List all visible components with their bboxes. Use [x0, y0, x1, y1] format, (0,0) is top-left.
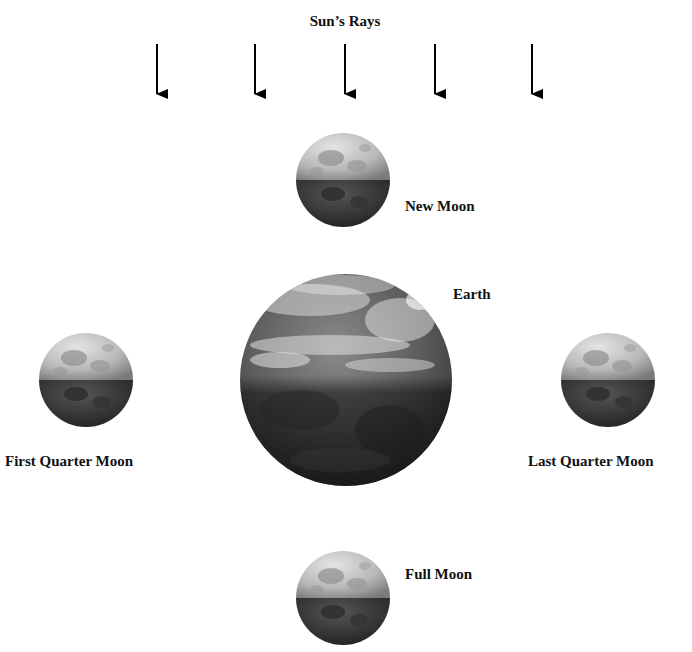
phase-label: Full Moon — [405, 565, 472, 583]
earth-globe — [240, 274, 452, 486]
phase-label: First Quarter Moon — [5, 452, 133, 470]
body-label: Earth — [453, 285, 491, 303]
sun-ray-arrows — [157, 44, 532, 94]
full-moon — [296, 551, 390, 645]
phase-label: Last Quarter Moon — [528, 452, 654, 470]
sun-rays-label: Sun’s Rays — [310, 12, 381, 30]
last-quarter-moon — [561, 333, 655, 427]
new-moon — [296, 133, 390, 227]
first-quarter-moon — [39, 333, 133, 427]
phase-label: New Moon — [405, 197, 475, 215]
